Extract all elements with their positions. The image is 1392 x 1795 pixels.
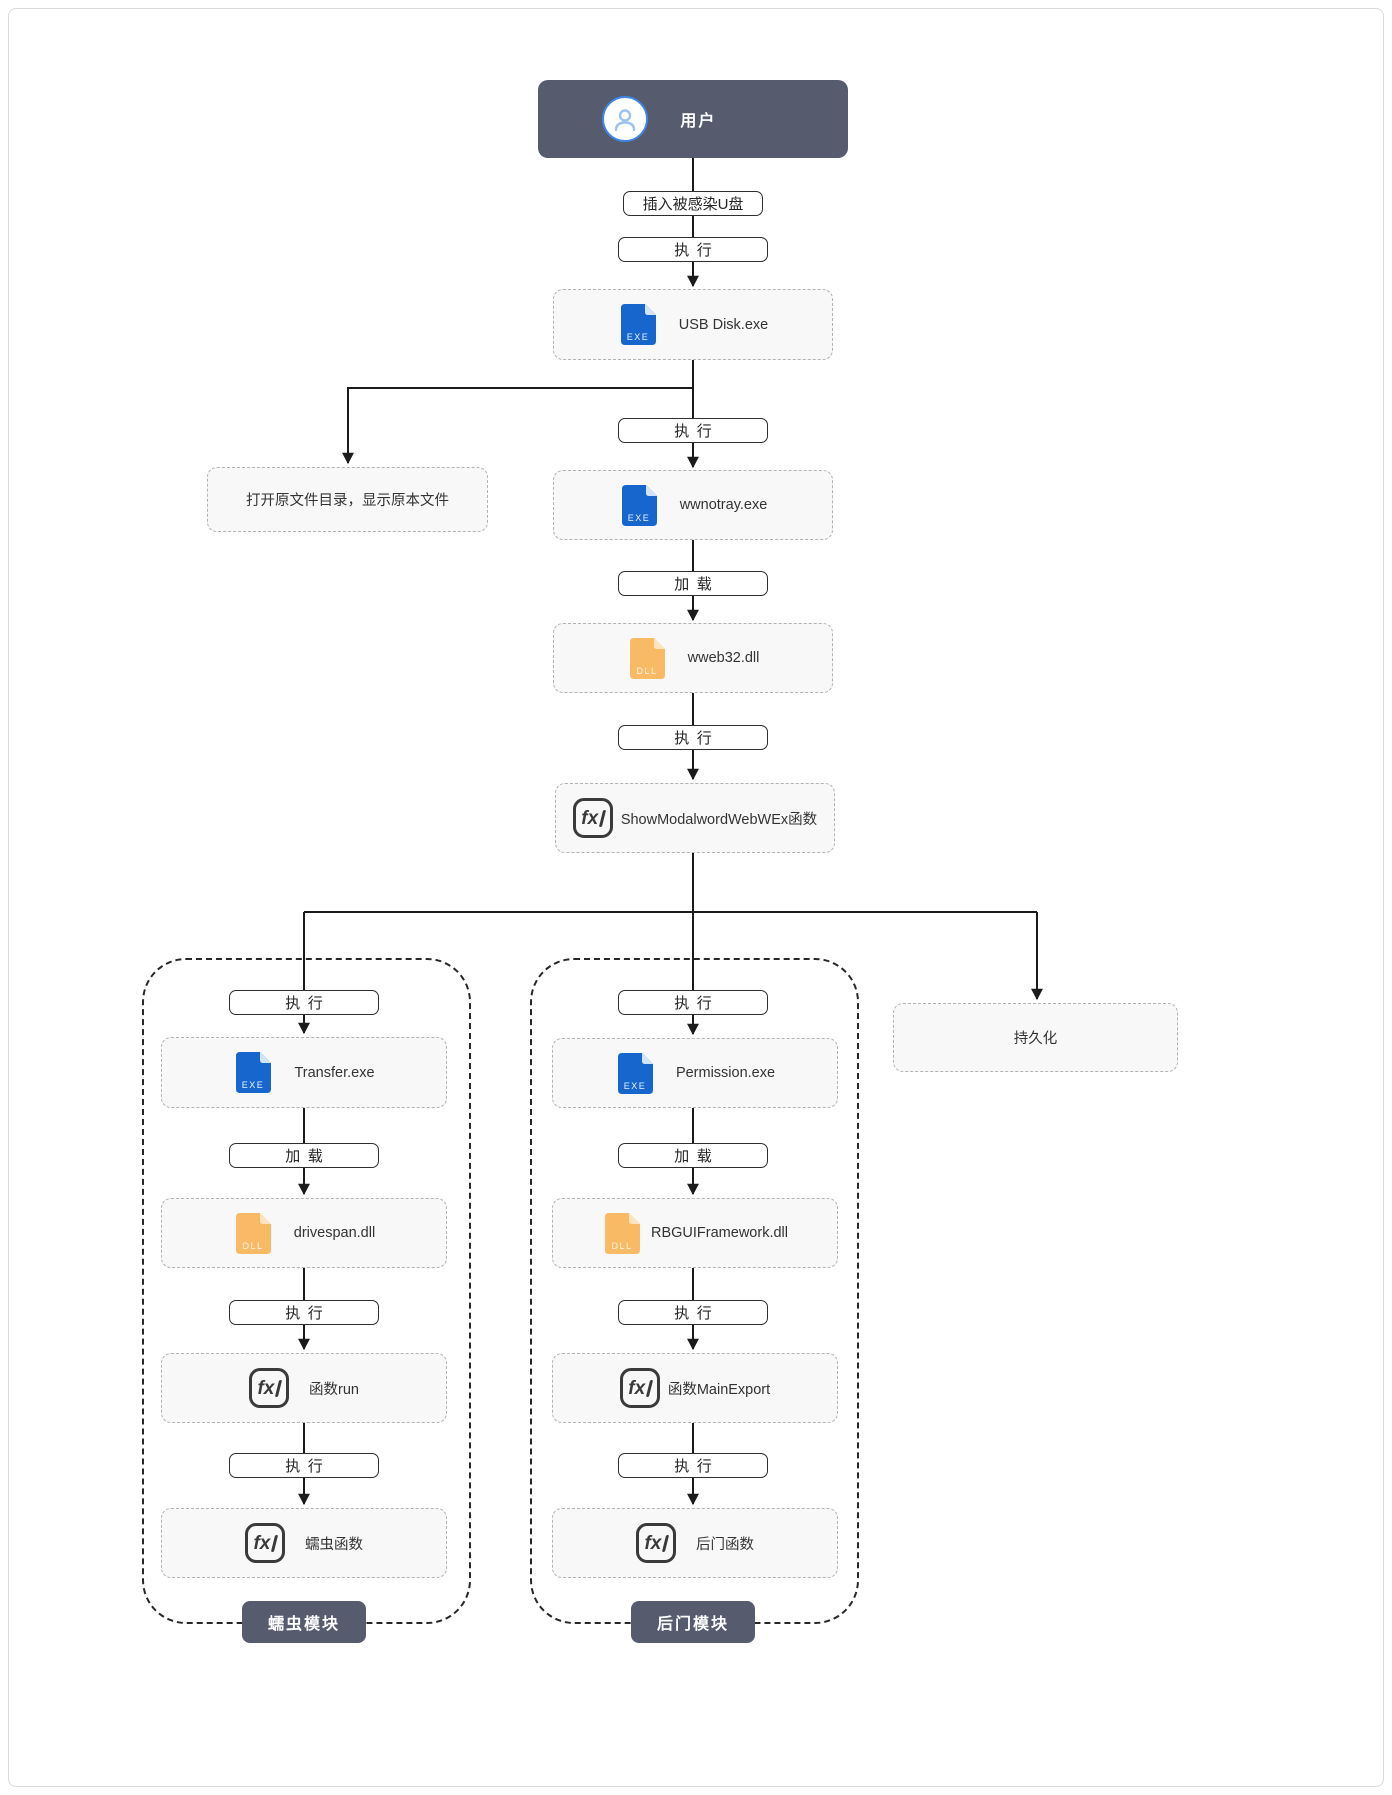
node-persistence: 持久化 — [893, 1003, 1178, 1072]
node-permission-exe: EXE Permission.exe — [552, 1038, 838, 1108]
edge-label-worm-load: 加载 — [229, 1143, 379, 1168]
node-label: drivespan.dll — [293, 1225, 376, 1241]
node-transfer-exe: EXE Transfer.exe — [161, 1037, 447, 1108]
node-wweb32-dll: DLL wweb32.dll — [553, 623, 833, 693]
fx-icon-text: fx — [644, 1532, 662, 1554]
fx-icon-slash — [271, 1534, 279, 1552]
node-backdoor-function: fx 后门函数 — [552, 1508, 838, 1578]
fx-icon-text: fx — [257, 1377, 275, 1399]
backdoor-module-badge: 后门模块 — [630, 1601, 756, 1643]
node-function-mainexport: fx 函数MainExport — [552, 1353, 838, 1423]
exe-file-icon: EXE — [620, 304, 656, 345]
node-worm-function: fx 蠕虫函数 — [161, 1508, 447, 1578]
dll-icon-text: DLL — [636, 666, 657, 676]
fx-icon-slash — [662, 1534, 670, 1552]
dll-icon-text: DLL — [612, 1241, 633, 1251]
exe-icon-text: EXE — [627, 513, 650, 523]
exe-file-icon: EXE — [617, 1052, 653, 1094]
dll-file-icon: DLL — [605, 1212, 641, 1254]
function-icon: fx — [245, 1523, 285, 1563]
fx-icon-text: fx — [253, 1532, 271, 1554]
edge-label-execute-2: 执行 — [618, 418, 768, 443]
node-drivespan-dll: DLL drivespan.dll — [161, 1198, 447, 1268]
node-label: 持久化 — [1013, 1031, 1058, 1047]
edge-label-backdoor-execute-2: 执行 — [618, 1300, 768, 1325]
edge-label-backdoor-execute-1: 执行 — [618, 990, 768, 1015]
edge-label-execute-1: 执行 — [618, 237, 768, 262]
dll-file-icon: DLL — [629, 637, 665, 679]
exe-file-icon: EXE — [236, 1052, 272, 1093]
worm-module-badge: 蠕虫模块 — [241, 1601, 367, 1643]
fx-icon-slash — [275, 1379, 283, 1397]
node-label: 函数run — [309, 1381, 359, 1398]
fx-icon-text: fx — [628, 1377, 646, 1399]
node-label: ShowModalwordWebWEx函数 — [620, 811, 818, 828]
exe-file-icon: EXE — [621, 484, 657, 526]
node-wwnotray-exe: EXE wwnotray.exe — [553, 470, 833, 540]
node-label: RBGUIFramework.dll — [651, 1225, 788, 1241]
edge-label-worm-execute-2: 执行 — [229, 1300, 379, 1325]
exe-icon-text: EXE — [624, 1081, 647, 1091]
function-icon: fx — [636, 1523, 676, 1563]
edge-label-worm-execute-3: 执行 — [229, 1453, 379, 1478]
user-header-label: 用户 — [680, 113, 717, 130]
edge-label-worm-execute-1: 执行 — [229, 990, 379, 1015]
node-label: Permission.exe — [675, 1065, 776, 1081]
exe-icon-text: EXE — [242, 1080, 265, 1090]
edge-label-backdoor-load: 加载 — [618, 1143, 768, 1168]
node-showmodal-function: fx ShowModalwordWebWEx函数 — [555, 783, 835, 853]
node-label: 打开原文件目录，显示原本文件 — [246, 493, 449, 509]
function-icon: fx — [249, 1368, 290, 1408]
user-header: 用户 — [538, 80, 848, 158]
dll-icon-text: DLL — [242, 1241, 263, 1251]
fx-icon-slash — [599, 809, 607, 827]
node-function-run: fx 函数run — [161, 1353, 447, 1423]
fx-icon-text: fx — [581, 807, 599, 829]
edge-label-insert-usb: 插入被感染U盘 — [623, 191, 763, 216]
edge-label-load-1: 加载 — [618, 571, 768, 596]
node-open-original-dir: 打开原文件目录，显示原本文件 — [207, 467, 488, 532]
dll-file-icon: DLL — [235, 1212, 271, 1254]
node-label: 函数MainExport — [667, 1381, 771, 1398]
edge-label-backdoor-execute-3: 执行 — [618, 1453, 768, 1478]
node-label: USB Disk.exe — [678, 316, 769, 333]
node-label: 后门函数 — [696, 1536, 754, 1553]
node-label: wweb32.dll — [687, 650, 760, 666]
edge-label-execute-3: 执行 — [618, 725, 768, 750]
node-usb-disk-exe: EXE USB Disk.exe — [553, 289, 833, 360]
exe-icon-text: EXE — [627, 332, 650, 342]
node-label: Transfer.exe — [294, 1064, 375, 1081]
node-label: 蠕虫函数 — [305, 1536, 363, 1553]
user-avatar-icon — [602, 96, 648, 142]
function-icon: fx — [572, 798, 613, 838]
node-label: wwnotray.exe — [679, 497, 768, 513]
node-rbguiframework-dll: DLL RBGUIFramework.dll — [552, 1198, 838, 1268]
function-icon: fx — [619, 1368, 660, 1408]
fx-icon-slash — [646, 1379, 654, 1397]
